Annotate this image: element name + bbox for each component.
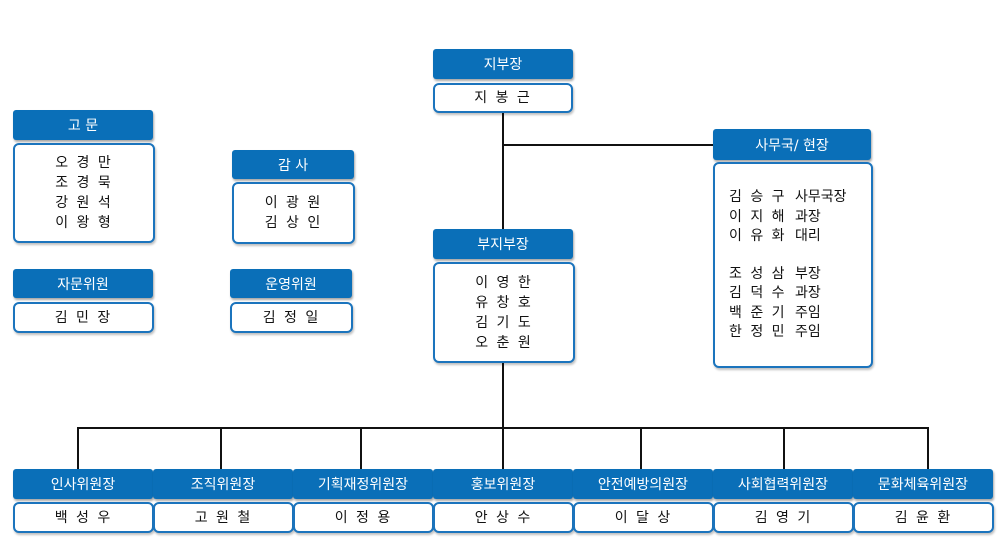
advisor-name: 이 왕 형 (55, 215, 113, 231)
committee-box-safety: 이 달 상 (573, 502, 714, 533)
committee-box-hr: 백 성 우 (13, 502, 154, 533)
committee-chair-name: 김 윤 환 (894, 509, 953, 526)
committee-title-safety: 안전예방의원장 (573, 469, 713, 499)
staff-role: 사무국장 (795, 189, 847, 205)
committee-chair-name: 김 영 기 (754, 509, 813, 526)
staff-name: 김 승 구 (729, 189, 787, 205)
vice-head-box: 이 영 한 유 창 호 김 기 도 오 춘 원 (433, 262, 575, 363)
staff-role: 과장 (795, 208, 821, 225)
staff-name: 조 성 삼 (729, 265, 787, 282)
consulting-box: 김 민 장 (13, 302, 154, 333)
vice-head-name: 이 영 한 (475, 274, 533, 291)
connector-drop-3 (360, 427, 362, 469)
operating-box: 김 정 일 (230, 302, 353, 333)
committee-title-culture: 문화체육위원장 (853, 469, 993, 499)
staff-role: 과장 (795, 285, 821, 301)
staff-role: 주임 (795, 324, 821, 340)
staff-name: 이 유 화 (729, 228, 787, 244)
committee-chair-name: 이 달 상 (614, 509, 673, 526)
committee-box-planning: 이 정 용 (293, 502, 434, 533)
connector-drop-5 (640, 427, 642, 469)
committee-box-organization: 고 원 철 (153, 502, 294, 533)
staff-row: 백 준 기 주임 (729, 304, 871, 324)
connector-head-vice (502, 112, 504, 230)
committee-chair-name: 안 상 수 (474, 509, 533, 526)
advisors-box: 오 경 만 조 경 묵 강 원 석 이 왕 형 (13, 143, 155, 243)
committee-chair-name: 백 성 우 (54, 509, 113, 526)
connector-drop-2 (220, 427, 222, 469)
consulting-title: 자문위원 (13, 269, 153, 298)
auditor-name: 이 광 원 (264, 195, 323, 211)
staff-row: 김 승 구 사무국장 (729, 188, 871, 208)
committee-chair-name: 고 원 철 (194, 509, 253, 526)
committee-box-culture: 김 윤 환 (853, 502, 994, 533)
vice-head-name: 김 기 도 (475, 314, 533, 331)
operating-name: 김 정 일 (262, 309, 321, 326)
auditors-title: 감 사 (232, 150, 354, 179)
committee-title-planning: 기획재정위원장 (293, 469, 433, 499)
connector-vice-committees (502, 362, 504, 469)
committee-title-social: 사회협력위원장 (713, 469, 853, 499)
committee-box-pr: 안 상 수 (433, 502, 574, 533)
committee-chair-name: 이 정 용 (334, 509, 393, 526)
connector-drop-7 (927, 427, 929, 469)
vice-head-name: 오 춘 원 (475, 334, 533, 351)
connector-drop-6 (783, 427, 785, 469)
staff-row: 조 성 삼 부장 (729, 265, 871, 285)
staff-name: 김 덕 수 (729, 285, 787, 301)
auditors-box: 이 광 원 김 상 인 (232, 182, 355, 244)
staff-row: 이 유 화 대리 (729, 227, 871, 247)
committee-box-social: 김 영 기 (713, 502, 854, 533)
consulting-name: 김 민 장 (54, 309, 113, 326)
vice-head-name: 유 창 호 (475, 294, 533, 311)
staff-row: 한 정 민 주임 (729, 323, 871, 343)
connector-drop-1 (77, 427, 79, 469)
committee-title-organization: 조직위원장 (153, 469, 293, 499)
connector-committee-bus (77, 427, 929, 429)
committee-title-pr: 홍보위원장 (433, 469, 573, 499)
advisor-name: 오 경 만 (55, 155, 113, 171)
vice-head-title: 부지부장 (433, 229, 573, 259)
committee-title-hr: 인사위원장 (13, 469, 153, 499)
staff-name: 백 준 기 (729, 304, 787, 321)
branch-head-name: 지 봉 근 (474, 90, 532, 106)
staff-row: 김 덕 수 과장 (729, 284, 871, 304)
staff-gap (729, 247, 871, 265)
operating-title: 운영위원 (230, 269, 352, 298)
connector-head-secretariat (502, 144, 714, 146)
advisors-title: 고 문 (13, 110, 153, 140)
staff-role: 주임 (795, 304, 821, 321)
advisor-name: 강 원 석 (55, 195, 113, 211)
staff-row: 이 지 해 과장 (729, 208, 871, 228)
auditor-name: 김 상 인 (264, 215, 323, 231)
branch-head-box: 지 봉 근 (433, 83, 573, 113)
staff-role: 대리 (795, 228, 821, 244)
advisor-name: 조 경 묵 (55, 175, 113, 191)
staff-role: 부장 (795, 265, 821, 282)
staff-name: 한 정 민 (729, 324, 787, 340)
staff-name: 이 지 해 (729, 208, 787, 225)
secretariat-title: 사무국/ 현장 (713, 129, 871, 160)
branch-head-title: 지부장 (433, 49, 573, 79)
